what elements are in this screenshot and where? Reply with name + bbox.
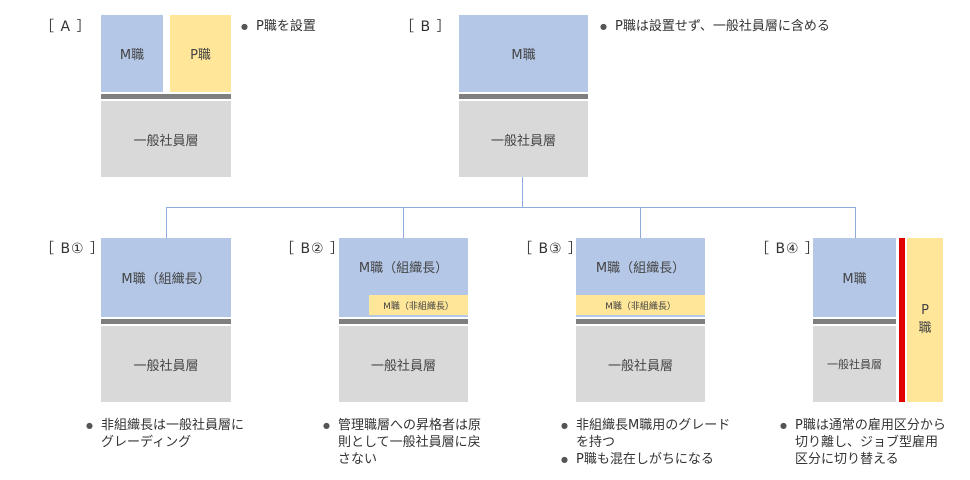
b3-m-leader-box: M職（組織長） M職（非組織長）	[576, 238, 705, 317]
label-b: ［ B ］	[400, 19, 452, 35]
b1-general-box: 一般社員層	[101, 326, 231, 402]
a-p-box: P職	[170, 15, 231, 92]
b4-p-text-2: 職	[918, 321, 932, 336]
connector-horizontal	[166, 207, 856, 208]
b2-m-leader-box: M職（組織長） M職（非組織長）	[339, 238, 468, 317]
b2-general-text: 一般社員層	[370, 358, 436, 374]
b2-m-non-leader-box: M職（非組織長）	[369, 295, 468, 315]
note-b3-item-2: P職も混在しがちになる	[561, 451, 731, 468]
b-m-box: M職	[459, 15, 588, 92]
a-general-text: 一般社員層	[133, 133, 199, 149]
note-a: P職を設置	[241, 18, 391, 35]
note-a-item-1: P職を設置	[241, 18, 391, 35]
b-general-box: 一般社員層	[459, 101, 588, 177]
note-b3: 非組織長M職用のグレードを持つ P職も混在しがちになる	[561, 417, 731, 468]
b4-red-separator	[899, 238, 905, 402]
b4-p-box: P 職	[907, 238, 943, 402]
connector-b4	[855, 207, 856, 238]
b4-general-text: 一般社員層	[827, 358, 882, 371]
b3-divider	[576, 319, 705, 324]
a-p-text: P職	[190, 48, 211, 63]
b4-m-box: M職	[813, 238, 896, 317]
b4-general-box: 一般社員層	[813, 326, 896, 402]
label-a: ［ A ］	[40, 19, 92, 35]
a-general-box: 一般社員層	[101, 101, 231, 177]
note-b2: 管理職層への昇格者は原則として一般社員層に戻さない	[323, 417, 488, 468]
note-b4-item-1: P職は通常の雇用区分から切り離し、ジョブ型雇用区分に切り替える	[780, 417, 950, 468]
b3-general-box: 一般社員層	[576, 326, 705, 402]
note-b2-item-1: 管理職層への昇格者は原則として一般社員層に戻さない	[323, 417, 488, 468]
note-b-item-1: P職は設置せず、一般社員層に含める	[600, 18, 930, 35]
b1-general-text: 一般社員層	[133, 358, 199, 374]
b2-m-leader-text: M職（組織長）	[358, 260, 449, 276]
b2-divider	[339, 319, 468, 324]
b1-m-leader-text: M職（組織長）	[121, 272, 211, 287]
note-b: P職は設置せず、一般社員層に含める	[600, 18, 930, 35]
connector-b1	[166, 207, 167, 238]
b-general-text: 一般社員層	[490, 133, 556, 149]
b1-m-leader-box: M職（組織長）	[101, 238, 231, 317]
label-b3: ［ B③ ］	[518, 241, 584, 257]
b4-p-text-1: P	[921, 303, 929, 318]
connector-b2	[403, 207, 404, 238]
b1-divider	[101, 319, 231, 324]
b4-divider	[813, 319, 896, 324]
note-b3-item-1: 非組織長M職用のグレードを持つ	[561, 417, 731, 451]
note-b1-item-1: 非組織長は一般社員層にグレーディング	[86, 417, 251, 451]
label-b2: ［ B② ］	[280, 241, 346, 257]
b-divider	[459, 94, 588, 99]
b-m-text: M職	[511, 48, 536, 63]
label-b4: ［ B④ ］	[755, 241, 821, 257]
connector-trunk	[522, 177, 523, 208]
label-b1: ［ B① ］	[40, 241, 106, 257]
note-b4: P職は通常の雇用区分から切り離し、ジョブ型雇用区分に切り替える	[780, 417, 950, 468]
a-m-text: M職	[119, 48, 145, 63]
connector-b3	[640, 207, 641, 238]
b2-general-box: 一般社員層	[339, 326, 468, 402]
b3-m-leader-text: M職（組織長）	[595, 260, 686, 276]
b3-general-text: 一般社員層	[607, 358, 673, 374]
b3-m-non-leader-box: M職（非組織長）	[576, 295, 705, 315]
b4-m-text: M職	[842, 272, 867, 287]
a-m-box: M職	[101, 15, 163, 92]
note-b1: 非組織長は一般社員層にグレーディング	[86, 417, 251, 451]
a-divider	[101, 94, 231, 99]
